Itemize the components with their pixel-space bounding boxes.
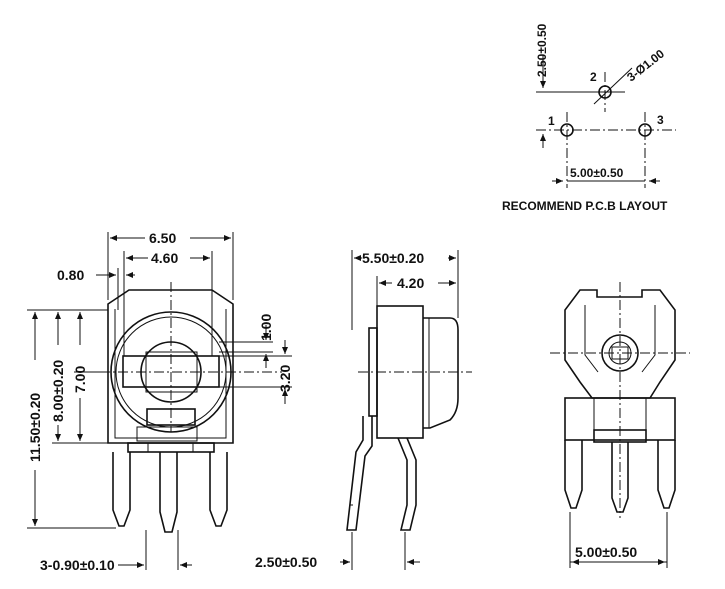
front-dim-center-height: 7.00 (72, 366, 88, 393)
front-dim-left: 0.80 (57, 267, 84, 283)
back-hole (601, 334, 639, 372)
pcb-dim-hole: 3-Ø1.00 (624, 46, 667, 84)
front-dim-total-height: 11.50±0.20 (27, 393, 43, 462)
pcb-pin-3: 3 (657, 113, 664, 127)
pcb-hole-3 (638, 123, 652, 137)
front-dim-width: 6.50 (149, 230, 176, 246)
pcb-hole-1 (560, 123, 574, 137)
back-view: 5.00±0.50 (550, 282, 690, 568)
pcb-caption: RECOMMEND P.C.B LAYOUT (502, 199, 668, 213)
side-dim-depth: 5.50±0.20 (362, 250, 424, 266)
back-dim-pitch: 5.00±0.50 (575, 544, 637, 560)
pcb-pin-1: 1 (548, 114, 555, 128)
pcb-dim-vertical: 2.50±0.50 (535, 23, 549, 77)
front-dim-pins: 3-0.90±0.10 (40, 557, 115, 573)
pcb-layout: 2.50±0.50 3-Ø1.00 1 2 3 5.00±0.50 RECOMM… (502, 23, 676, 213)
pcb-pin-2: 2 (590, 70, 597, 84)
side-dim-offset: 2.50±0.50 (255, 554, 317, 570)
front-view: 6.50 4.60 0.80 11.50±0.20 8.00±0.20 7.00 (27, 230, 293, 573)
front-dim-slot: 1.00 (258, 314, 274, 341)
pcb-hole-2 (598, 85, 612, 99)
side-dim-body: 4.20 (397, 275, 424, 291)
side-view: 5.50±0.20 4.20 2.50±0.50 (255, 250, 472, 570)
front-dim-rotor: 3.20 (277, 365, 293, 392)
front-dim-inner: 4.60 (151, 250, 178, 266)
front-dim-body-height: 8.00±0.20 (50, 360, 66, 422)
pcb-dim-pitch: 5.00±0.50 (570, 166, 624, 180)
